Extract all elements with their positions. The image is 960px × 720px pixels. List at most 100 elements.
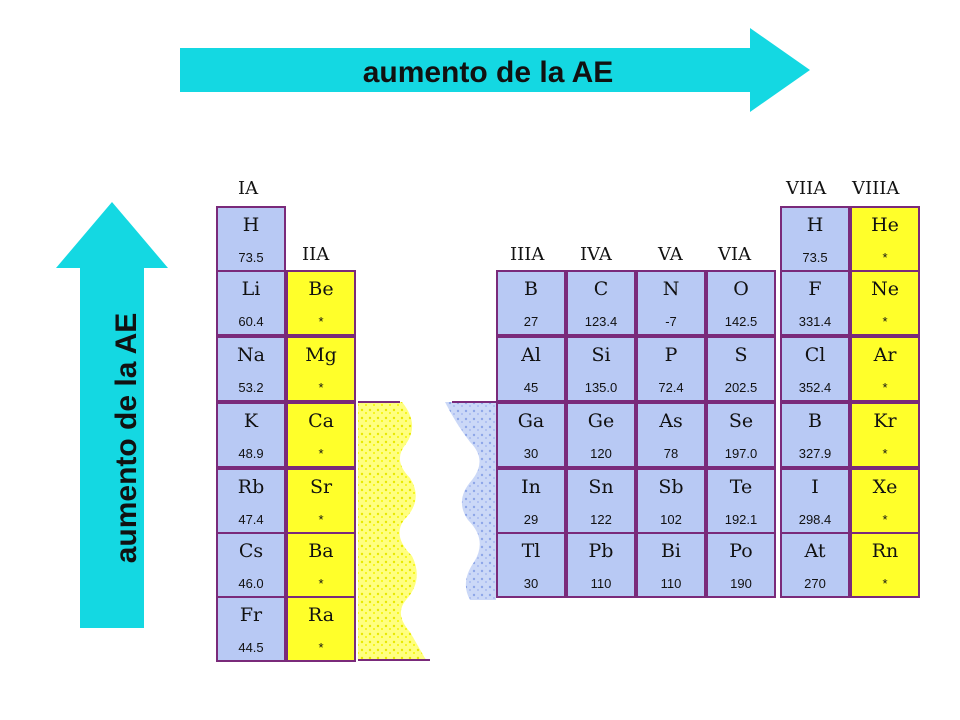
element-cell-h-viia: H 73.5 xyxy=(780,206,850,272)
element-value: 202.5 xyxy=(724,380,758,395)
horizontal-arrow-label: aumento de la AE xyxy=(363,56,614,89)
yellow-gap-fill xyxy=(358,402,426,660)
element-cell-pb: Pb 110 xyxy=(566,532,636,598)
element-cell-cs: Cs 46.0 xyxy=(216,532,286,598)
element-cell-in: In 29 xyxy=(496,468,566,534)
element-symbol: Ra xyxy=(307,604,335,626)
element-symbol: C xyxy=(593,278,609,300)
element-symbol: Sr xyxy=(309,476,333,498)
element-cell-f: F 331.4 xyxy=(780,270,850,336)
element-value: 102 xyxy=(660,512,682,527)
element-cell-ne: Ne * xyxy=(850,270,920,336)
element-value: 110 xyxy=(660,576,682,591)
group-header-iia: IIA xyxy=(302,244,330,265)
element-symbol: H xyxy=(242,214,260,236)
element-symbol: Si xyxy=(591,344,611,366)
element-value: * xyxy=(882,446,888,461)
element-cell-ge: Ge 120 xyxy=(566,402,636,468)
element-symbol: Te xyxy=(729,476,753,498)
element-cell-cl: Cl 352.4 xyxy=(780,336,850,402)
element-cell-tl: Tl 30 xyxy=(496,532,566,598)
element-symbol: Al xyxy=(521,344,541,366)
element-value: 110 xyxy=(590,576,612,591)
element-cell-k: K 48.9 xyxy=(216,402,286,468)
element-symbol: Na xyxy=(237,344,265,366)
element-value: 270 xyxy=(804,576,826,591)
element-cell-sr: Sr * xyxy=(286,468,356,534)
element-cell-o: O 142.5 xyxy=(706,270,776,336)
element-cell-xe: Xe * xyxy=(850,468,920,534)
element-value: 45 xyxy=(523,380,539,395)
element-symbol: Pb xyxy=(588,540,614,562)
element-value: 331.4 xyxy=(798,314,832,329)
element-cell-si: Si 135.0 xyxy=(566,336,636,402)
element-cell-be: Be * xyxy=(286,270,356,336)
element-value: 352.4 xyxy=(798,380,832,395)
element-cell-ba: Ba * xyxy=(286,532,356,598)
element-cell-se: Se 197.0 xyxy=(706,402,776,468)
element-symbol: Sn xyxy=(588,476,614,498)
element-symbol: Be xyxy=(308,278,334,300)
group-header-iiia: IIIA xyxy=(510,244,545,265)
element-symbol: Li xyxy=(241,278,261,300)
element-cell-n: N -7 xyxy=(636,270,706,336)
element-symbol: Ar xyxy=(873,344,897,366)
element-value: 73.5 xyxy=(238,250,264,265)
element-value: 298.4 xyxy=(798,512,832,527)
element-symbol: Ge xyxy=(587,410,615,432)
element-value: 46.0 xyxy=(238,576,264,591)
element-value: 327.9 xyxy=(798,446,832,461)
element-cell-c: C 123.4 xyxy=(566,270,636,336)
element-cell-po: Po 190 xyxy=(706,532,776,598)
element-symbol: He xyxy=(871,214,899,236)
element-symbol: Bi xyxy=(660,540,682,562)
element-value: 72.4 xyxy=(658,380,684,395)
element-cell-na: Na 53.2 xyxy=(216,336,286,402)
element-symbol: H xyxy=(806,214,824,236)
element-cell-fr: Fr 44.5 xyxy=(216,596,286,662)
group-header-va: VA xyxy=(658,244,683,265)
element-cell-h: H 73.5 xyxy=(216,206,286,272)
element-value: 123.4 xyxy=(584,314,618,329)
element-symbol: Tl xyxy=(521,540,541,562)
element-value: * xyxy=(318,446,324,461)
element-symbol: Rb xyxy=(237,476,265,498)
element-value: 190 xyxy=(730,576,752,591)
element-value: * xyxy=(882,576,888,591)
element-value: * xyxy=(882,380,888,395)
element-symbol: Rn xyxy=(871,540,899,562)
element-cell-ca: Ca * xyxy=(286,402,356,468)
element-symbol: B xyxy=(524,278,538,300)
element-value: * xyxy=(318,512,324,527)
element-value: 30 xyxy=(523,576,539,591)
element-cell-mg: Mg * xyxy=(286,336,356,402)
element-symbol: B xyxy=(808,410,822,432)
element-symbol: Ne xyxy=(871,278,899,300)
element-symbol: Xe xyxy=(872,476,898,498)
element-cell-as: As 78 xyxy=(636,402,706,468)
element-symbol: In xyxy=(521,476,541,498)
element-value: 29 xyxy=(523,512,539,527)
element-cell-ga: Ga 30 xyxy=(496,402,566,468)
element-symbol: Mg xyxy=(305,344,337,366)
element-value: * xyxy=(882,314,888,329)
element-symbol: At xyxy=(804,540,826,562)
element-symbol: Ca xyxy=(308,410,334,432)
element-value: 48.9 xyxy=(238,446,264,461)
element-value: * xyxy=(882,512,888,527)
group-header-via: VIA xyxy=(718,244,752,265)
group-header-viia: VIIA xyxy=(786,178,827,199)
element-value: 47.4 xyxy=(238,512,264,527)
element-symbol: Cl xyxy=(804,344,826,366)
element-cell-sb: Sb 102 xyxy=(636,468,706,534)
element-value: -7 xyxy=(665,314,677,329)
blue-gap-fill xyxy=(445,402,496,600)
element-symbol: Ba xyxy=(308,540,334,562)
element-value: 135.0 xyxy=(584,380,618,395)
vertical-arrow-label: aumento de la AE xyxy=(110,313,143,564)
element-value: 142.5 xyxy=(724,314,758,329)
element-symbol: K xyxy=(243,410,259,432)
element-symbol: P xyxy=(664,344,678,366)
element-value: * xyxy=(318,640,324,655)
element-cell-li: Li 60.4 xyxy=(216,270,286,336)
